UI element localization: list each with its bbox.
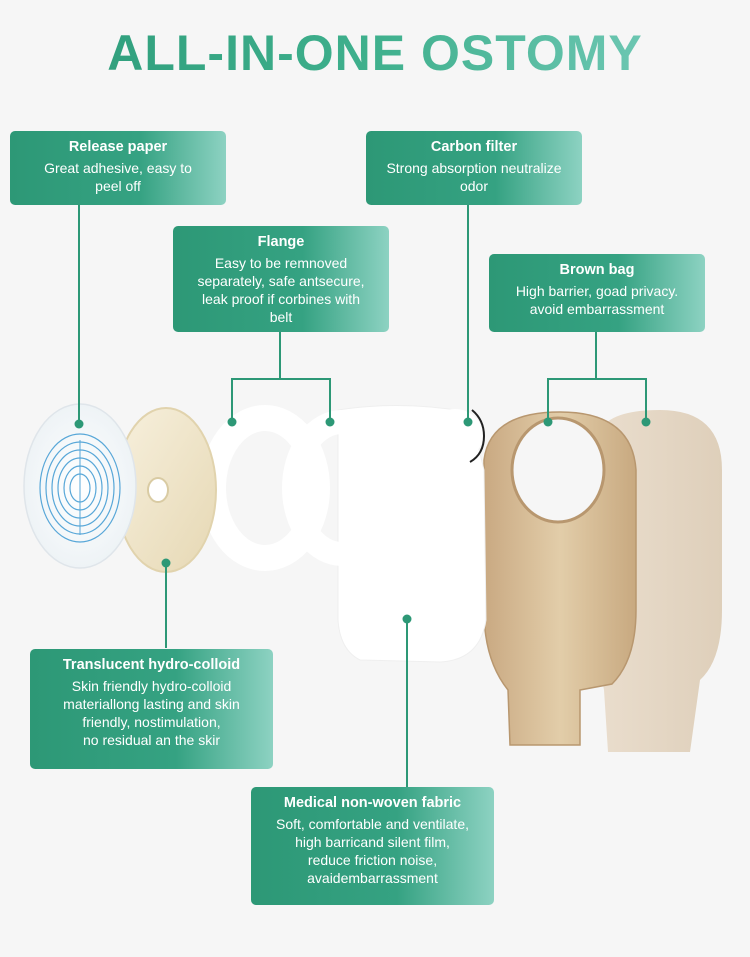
callout-carbon-filter: Carbon filter Strong absorption neutrali… — [366, 131, 582, 205]
callout-flange: Flange Easy to be remnoved separately, s… — [173, 226, 389, 332]
callout-text: High barrier, goad privacy. avoid embarr… — [515, 283, 679, 317]
callout-title: Medical non-woven fabric — [283, 795, 462, 811]
callout-non-woven-fabric: Medical non-woven fabric Soft, comfortab… — [251, 787, 494, 905]
callout-text: Soft, comfortable and ventilate, high ba… — [276, 816, 469, 886]
non-woven-fabric — [337, 404, 487, 663]
callout-text: Great adhesive, easy to peel off — [44, 160, 192, 194]
callout-title: Release paper — [68, 139, 168, 155]
callout-hydro-colloid: Translucent hydro-colloid Skin friendly … — [30, 649, 273, 769]
callout-text: Easy to be remnoved separately, safe ant… — [197, 255, 365, 325]
release-paper-disc — [23, 403, 137, 569]
callout-leader-lines — [78, 205, 647, 787]
callout-title: Flange — [257, 234, 305, 250]
callout-title: Carbon filter — [430, 139, 518, 155]
callout-brown-bag: Brown bag High barrier, goad privacy. av… — [489, 254, 705, 332]
callout-title: Translucent hydro-colloid — [62, 657, 241, 673]
callout-title: Brown bag — [559, 262, 635, 278]
page-title: ALL-IN-ONE OSTOMY — [0, 24, 750, 82]
callout-text: Skin friendly hydro-colloid materiallong… — [63, 678, 240, 748]
callout-release-paper: Release paper Great adhesive, easy to pe… — [10, 131, 226, 205]
callout-text: Strong absorption neutralize odor — [386, 160, 562, 194]
callout-dots — [74, 417, 651, 624]
